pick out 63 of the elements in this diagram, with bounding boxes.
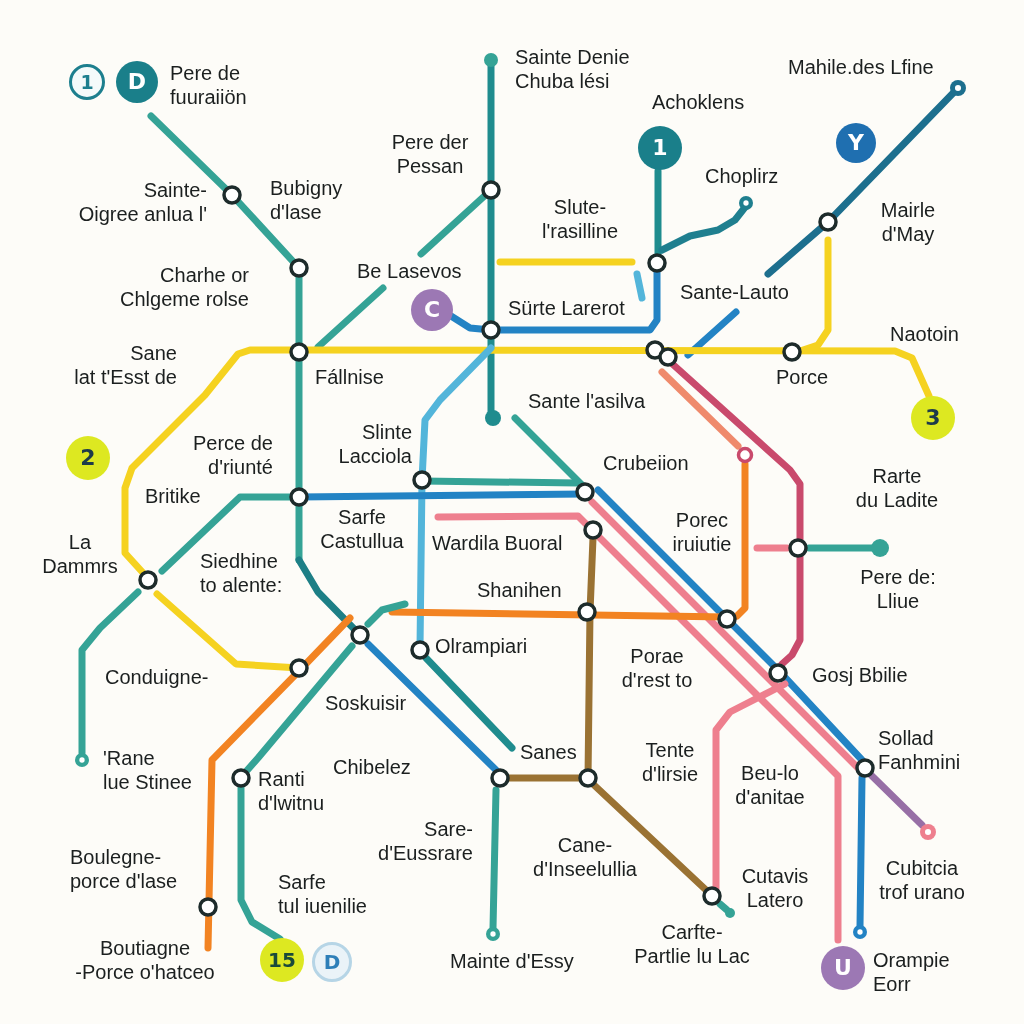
station-name: Rarte du Ladite [855,464,939,512]
station-name: Mainte d'Essy [450,949,574,973]
station-name: Ranti d'lwitnu [258,767,325,815]
station-name: Tente d'lirsie [641,738,699,786]
station-name: Britike [145,484,201,508]
station-name: Choplirz [705,164,779,188]
station-name: Sarfe tul iuenilie [278,870,367,918]
station-name: Soskuisir [325,691,407,715]
station-name: Boutiagne -Porce o'hatceo [75,936,215,984]
station-name: La Dammrs [42,530,118,578]
station-name: Chibelez [333,755,411,779]
station-name: Siedhine to alente: [200,549,283,597]
station-name: Boulegne- porce d'lase [70,845,178,893]
line-number-badge: D [312,942,352,982]
station-name: Sainte Denie Chuba lési [515,45,630,93]
line-number-badge: Y [836,123,876,163]
station-name: Porce [776,365,829,389]
line-number-badge: U [821,946,865,990]
station-name: Gosj Bbilie [812,663,908,687]
station-name: Crubeiion [603,451,689,475]
station-name: Cubitcia trof urano [879,856,965,904]
station-name: Olrampiari [435,634,528,658]
station-name: Pere de: Lliue [860,565,936,613]
station-name: Sante l'asilva [528,389,646,413]
station-name: Slinte Lacciola [338,420,412,468]
line-number-badge: 3 [911,396,955,440]
station-name: Sürte Larerot [508,296,625,320]
station-name: Sane lat t'Esst de [74,341,177,389]
station-name: Pere der Pessan [391,130,469,178]
station-name: Shanihen [477,578,562,602]
station-name: Be Lasevos [357,259,462,283]
station-name: Achoklens [652,90,745,114]
station-name: Sarfe Castullua [320,505,404,553]
station-name: Sante-Lauto [680,280,789,304]
station-name: Wardila Buoral [432,531,563,555]
station-name: Fállnise [315,365,384,389]
station-name: Slute- l'rasilline [541,195,619,243]
station-name: Bubigny d'lase [270,176,343,224]
station-name: Cane- d'Inseelullia [533,833,637,881]
station-name: Orampie Eorr [873,948,950,996]
station-name: Mairle d'May [880,198,936,246]
station-name: Porec iruiutie [672,508,732,556]
station-name: Sare- d'Eussrare [378,817,473,865]
station-name: Cutavis Latero [741,864,809,912]
line-number-badge: 2 [66,436,110,480]
station-name: Naotoin [890,322,959,346]
line-number-badge: 15 [260,938,304,982]
station-name: 'Rane lue Stinee [103,746,192,794]
station-name: Mahile.des Lfine [788,55,934,79]
station-name: Perce de d'riunté [192,431,273,479]
station-name: Charhe or Chlgeme rolse [120,263,249,311]
station-name: Porae d'rest to [621,644,693,692]
station-name: Sanes [520,740,577,764]
line-number-badge: D [116,61,158,103]
line-number-badge: 1 [638,126,682,170]
station-name: Carfte- Partlie lu Lac [634,920,750,968]
station-name: Pere de fuuraiiön [170,61,247,109]
station-name: Beu-lo d'anitae [735,761,805,809]
station-name: Conduigne- [105,665,209,689]
line-number-badge: C [411,289,453,331]
station-name: Sainte- Oigree anlua l' [78,178,207,226]
station-name: Sollad Fanhmini [878,726,961,774]
line-number-badge: 1 [69,64,105,100]
